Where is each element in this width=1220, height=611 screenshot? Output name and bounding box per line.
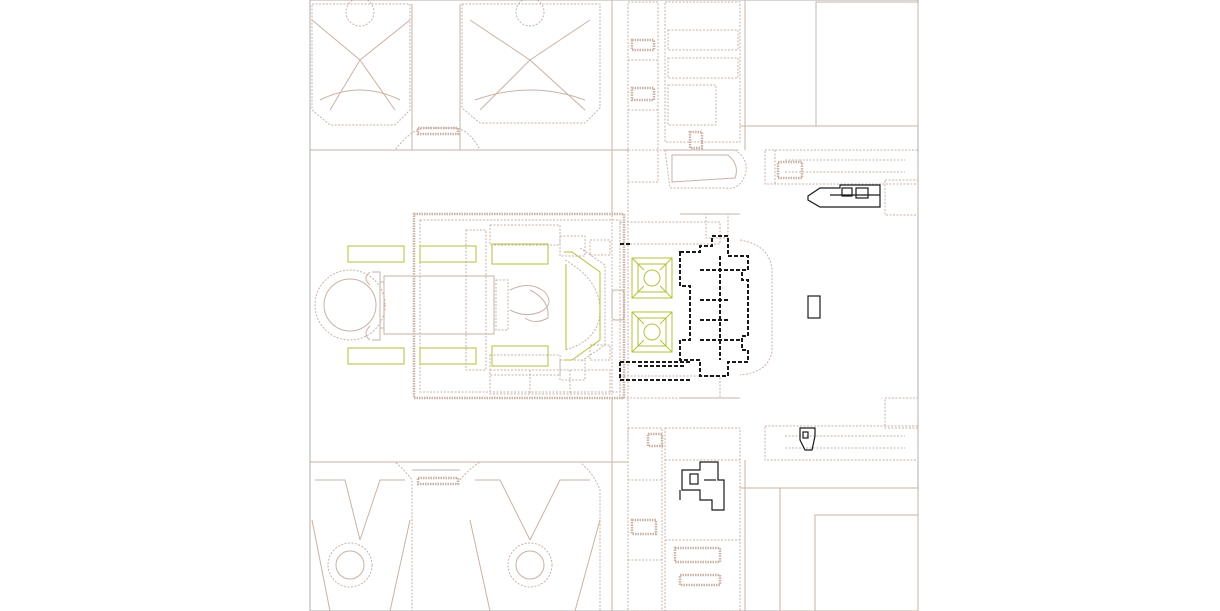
west-garden-court xyxy=(314,212,626,400)
green-parterre-beds xyxy=(347,243,601,367)
plan-frame xyxy=(309,0,919,611)
court-square-south xyxy=(631,311,673,353)
north-wing xyxy=(627,1,747,189)
north-west-parterres xyxy=(311,0,610,151)
site-axes xyxy=(310,0,918,611)
east-pavilion xyxy=(807,295,821,319)
south-east-wing xyxy=(764,397,919,611)
court-square-north xyxy=(631,257,673,299)
central-court xyxy=(611,182,773,440)
south-wing xyxy=(627,427,741,611)
highlighted-apartments xyxy=(619,235,749,381)
